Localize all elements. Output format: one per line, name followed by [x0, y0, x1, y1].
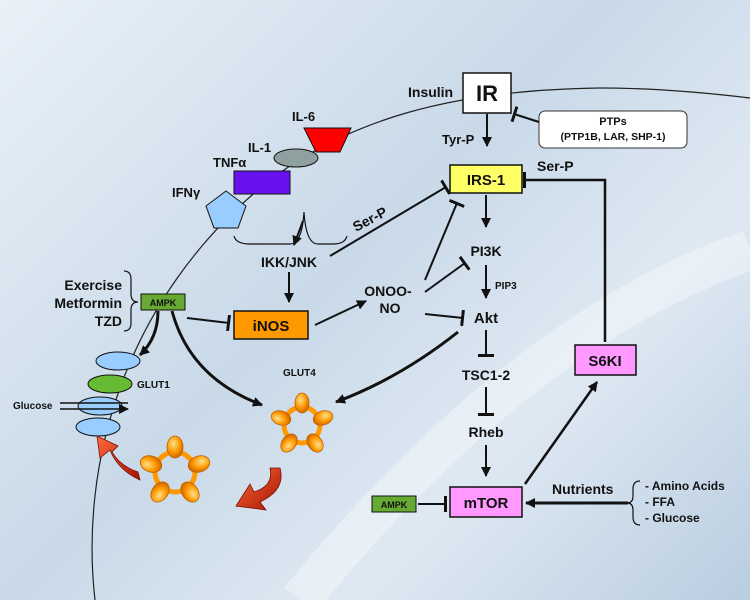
ptps-box	[538, 110, 688, 149]
ampk-top-box	[140, 293, 186, 311]
transporter-subunit-top	[95, 351, 141, 371]
nutrient-ffa: - FFA	[645, 495, 675, 509]
ser-p-left-label: Ser-P	[350, 203, 390, 234]
inos-to-no-arrow	[314, 300, 367, 326]
no-inhibits-irs1	[424, 199, 465, 281]
insulin-label: Insulin	[408, 84, 453, 100]
mtor-box	[449, 486, 523, 518]
ampk-to-glut1-arrow	[138, 310, 160, 357]
glut1-transporter	[87, 374, 133, 394]
glut1-label: GLUT1	[137, 380, 170, 391]
ampk-inhibits-inos	[186, 314, 231, 332]
glut4-vesicle-lower	[139, 435, 211, 503]
nutrient-amino-acids: - Amino Acids	[645, 479, 725, 493]
rheb-label: Rheb	[469, 424, 504, 440]
exercise-brace	[123, 270, 139, 332]
glut4-vesicle-upper	[270, 392, 334, 453]
ampk-bottom-label: AMPK	[381, 500, 408, 510]
glucose-label: Glucose	[13, 401, 53, 412]
pip3-label: PIP3	[495, 281, 517, 292]
ampk-top-label: AMPK	[150, 298, 177, 308]
ampk-bottom-box	[371, 495, 417, 513]
il1-label: IL-1	[248, 140, 271, 155]
cytokine-brace	[233, 211, 348, 245]
il1-receptor	[273, 148, 319, 168]
tzd-label: TZD	[95, 313, 122, 329]
inos-box	[233, 310, 309, 340]
ir-label: IR	[476, 81, 498, 106]
tyr-p-label: Tyr-P	[442, 132, 475, 147]
ptps-title: PTPs	[599, 116, 627, 128]
akt-label: Akt	[474, 310, 498, 327]
irs1-label: IRS-1	[467, 172, 505, 189]
il6-receptor	[303, 127, 352, 153]
ifng-receptor	[205, 190, 247, 229]
pi3k-label: PI3K	[470, 243, 501, 259]
mtor-to-s6ki-arrow	[523, 381, 599, 485]
il6-label: IL-6	[292, 109, 315, 124]
akt-to-glut4-arrow	[335, 330, 459, 404]
inos-label: iNOS	[253, 318, 290, 335]
no-label: NO	[380, 300, 401, 316]
ikk-jnk-label: IKK/JNK	[261, 254, 317, 270]
translocation-arrow-left	[96, 435, 141, 481]
ampk-to-glut4-arrow	[170, 310, 263, 407]
ptps-detail: (PTP1B, LAR, SHP-1)	[560, 131, 665, 143]
cytokines-to-ikk-arrow	[292, 220, 304, 246]
s6ki-box	[574, 344, 637, 376]
glut4-label: GLUT4	[283, 368, 316, 379]
tnfa-label: TNFα	[213, 155, 246, 170]
ir-box	[462, 72, 512, 114]
mtor-label: mTOR	[464, 495, 509, 512]
transporter-subunit-middle	[77, 396, 123, 416]
translocation-arrow-right	[235, 467, 282, 511]
ser-p-right-label: Ser-P	[537, 158, 574, 174]
transporter-subunit-bottom	[75, 417, 121, 437]
no-inhibits-pi3k	[424, 255, 471, 293]
nutrients-label: Nutrients	[552, 481, 614, 497]
nutrients-brace	[626, 480, 641, 526]
ifng-label: IFNγ	[172, 185, 201, 200]
tsc-label: TSC1-2	[462, 367, 510, 383]
s6ki-label: S6KI	[588, 353, 621, 370]
no-inhibits-akt	[424, 309, 465, 327]
ptps-inhibits-ir	[510, 106, 540, 123]
s6ki-inhibits-irs1	[523, 172, 607, 342]
onoo-label: ONOO-	[364, 283, 412, 299]
irs1-box	[449, 164, 523, 194]
ikk-inhibits-irs1	[329, 179, 451, 257]
nutrient-glucose: - Glucose	[645, 511, 700, 525]
exercise-label: Exercise	[64, 277, 122, 293]
tnfa-receptor	[233, 170, 291, 195]
metformin-label: Metformin	[54, 295, 122, 311]
background-swirl	[284, 231, 750, 600]
